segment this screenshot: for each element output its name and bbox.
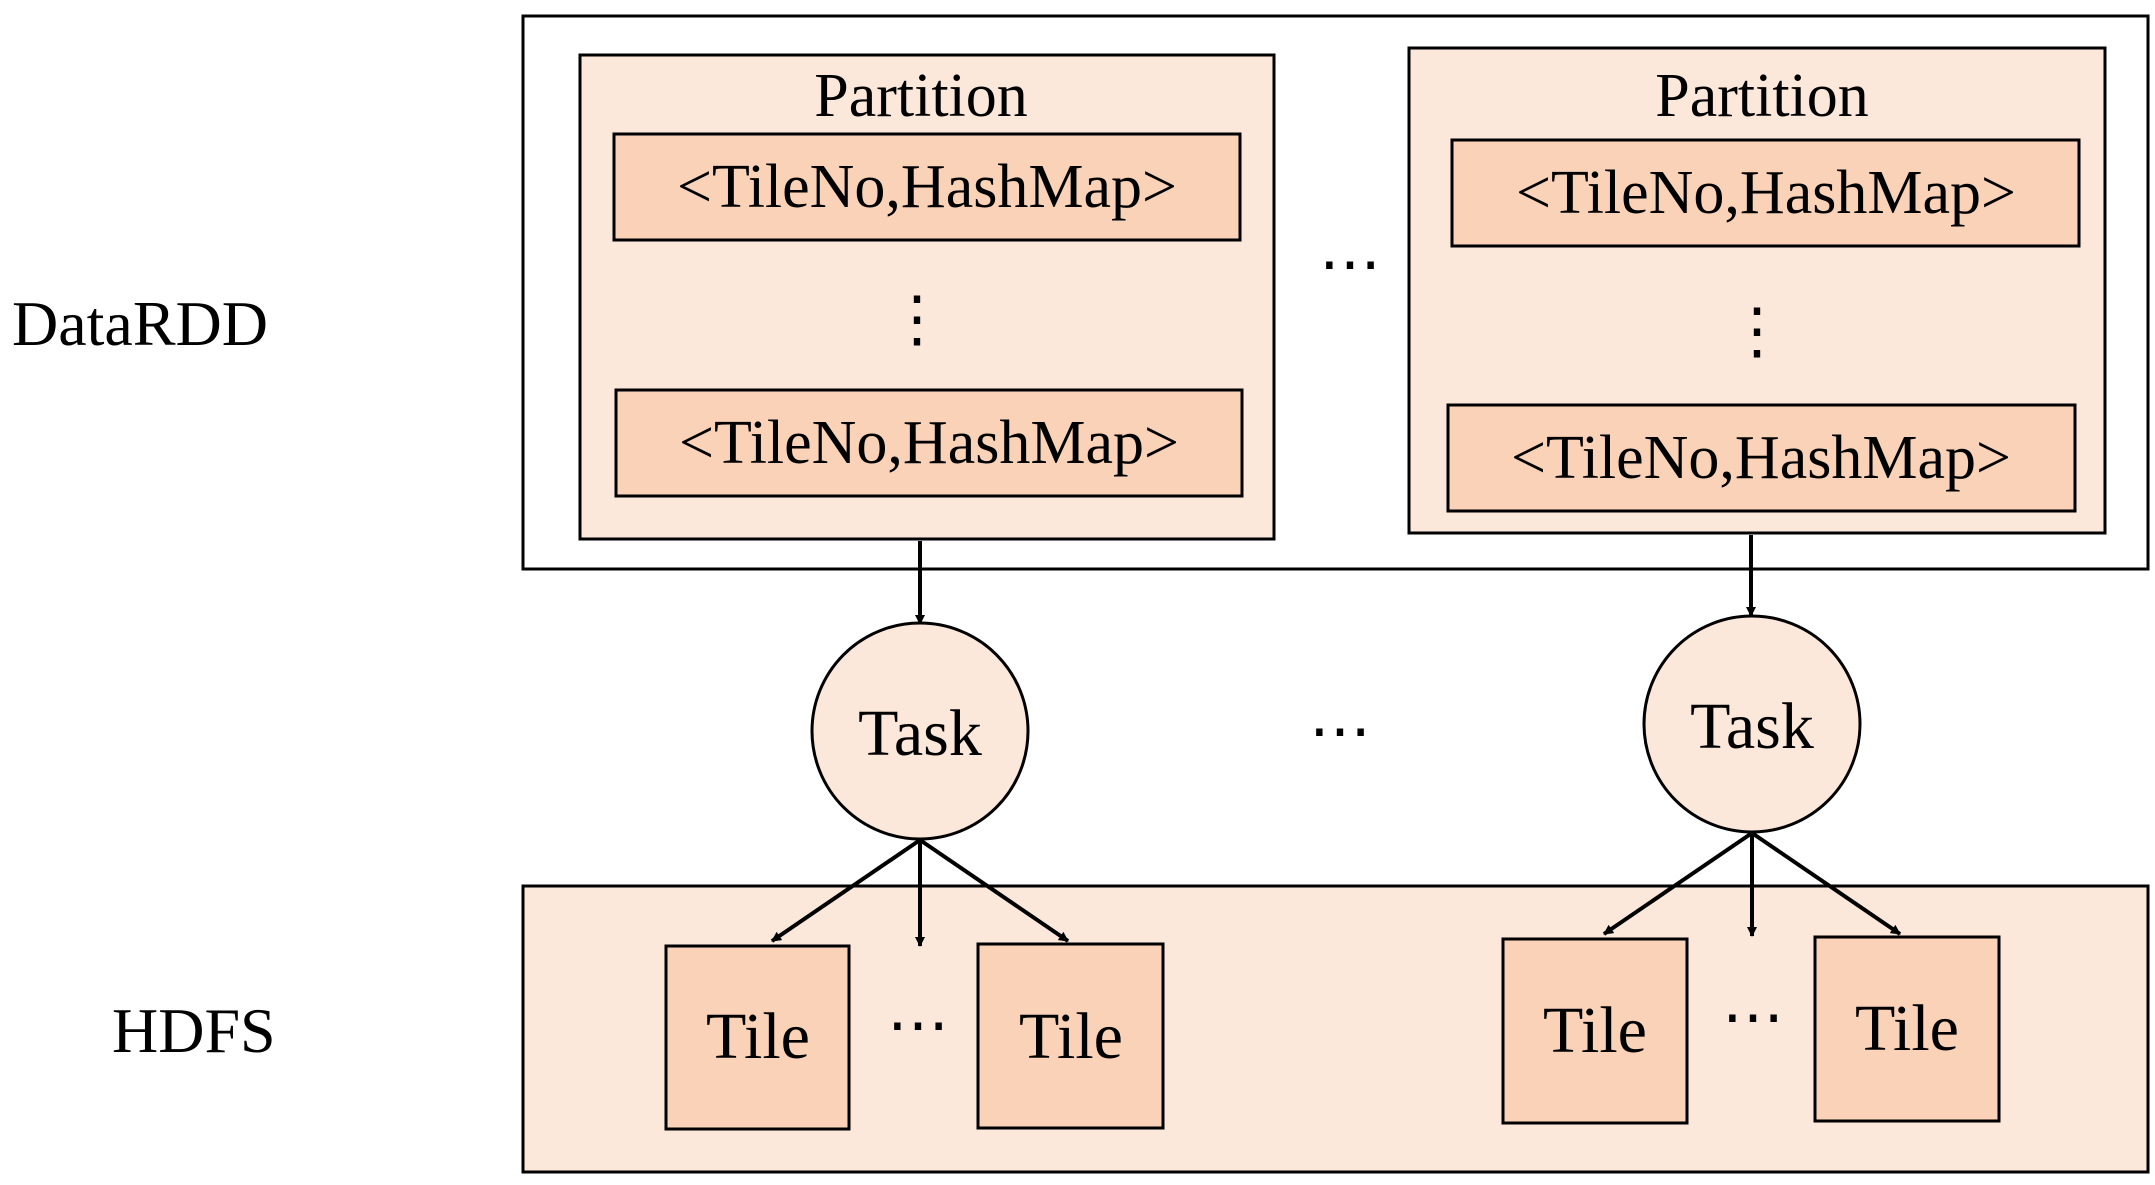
datardd-label: DataRDD (12, 288, 268, 359)
arrow-task-2-to-tile-right (1750, 831, 1902, 936)
tile-1-2-box (976, 942, 1165, 1130)
partition-1-record-2: <TileNo,HashMap> (679, 409, 1179, 477)
tile-2-2-box (1813, 935, 2001, 1123)
partition-2-vertical-ellipsis: ⋮ (1726, 298, 1788, 366)
partition-2-record-2: <TileNo,HashMap> (1511, 424, 2011, 492)
partition-ellipsis: ⋯ (1319, 231, 1381, 299)
arrow-task-2-to-tile-left (1602, 831, 1754, 936)
partition-1-record-1: <TileNo,HashMap> (677, 153, 1177, 221)
task-2-circle (1642, 614, 1862, 834)
partition-2-record-1: <TileNo,HashMap> (1516, 159, 2016, 227)
tile-2-ellipsis: ⋯ (1722, 984, 1784, 1052)
task-2-label: Task (1690, 690, 1814, 763)
arrow-task-1-to-tile-right (918, 838, 1070, 943)
task-ellipsis: ⋯ (1309, 698, 1371, 766)
tile-1-ellipsis: ⋯ (887, 992, 949, 1060)
partition-1-record-1-box (612, 132, 1242, 242)
tile-1-1-label: Tile (706, 1000, 810, 1073)
tile-2-1-box (1501, 937, 1689, 1125)
task-1-circle (810, 621, 1030, 841)
task-1-label: Task (858, 697, 982, 770)
partition-2-title: Partition (1655, 62, 1869, 130)
tile-2-2-label: Tile (1855, 992, 1959, 1065)
partition-1-record-2-box (614, 388, 1244, 498)
partition-1: Partition <TileNo,HashMap> ⋮ <TileNo,Has… (578, 53, 1276, 541)
tile-1-1-box (664, 944, 851, 1131)
partition-1-title: Partition (814, 62, 1028, 130)
tile-2-1-label: Tile (1543, 994, 1647, 1067)
partition-2-record-2-box (1446, 403, 2077, 513)
partition-1-vertical-ellipsis: ⋮ (886, 286, 948, 354)
partition-2-record-1-box (1450, 138, 2081, 248)
arrow-task-1-to-tile-left (770, 838, 922, 943)
hdfs-label: HDFS (112, 995, 276, 1066)
partition-2: Partition <TileNo,HashMap> ⋮ <TileNo,Has… (1407, 46, 2107, 535)
tile-1-2-label: Tile (1019, 1000, 1123, 1073)
